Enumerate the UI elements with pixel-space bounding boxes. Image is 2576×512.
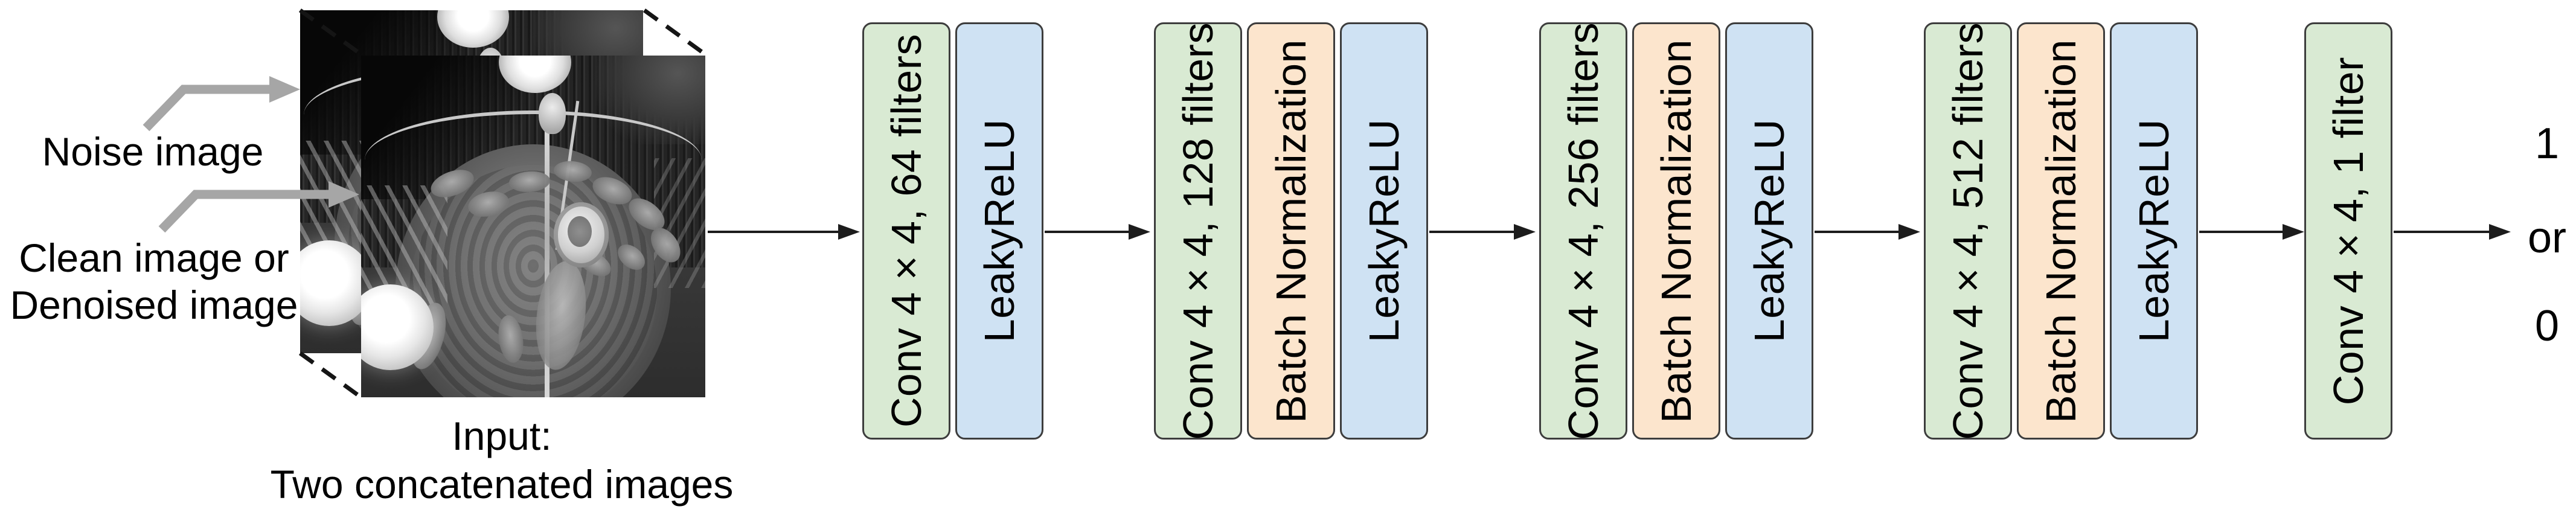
flow-arrowhead-1-icon [1129, 224, 1150, 240]
input-flow-arrowhead-icon [838, 224, 860, 240]
flow-arrowhead-3-icon [1898, 224, 1920, 240]
clean-or-denoised-image-photo [361, 56, 705, 397]
input-caption-line1: Input: [452, 414, 552, 458]
batch-norm-label: Batch Normalization [2037, 39, 2084, 423]
noise-label-arrowhead-icon [269, 76, 300, 103]
leakyrelu-label: LeakyReLU [2130, 119, 2177, 343]
barn-photo-scene [361, 56, 705, 397]
conv-block-group-5: Conv 4×4, 1 filter [2304, 22, 2392, 440]
conv-layer-box: Conv 4×4, 128 filters [1154, 22, 1242, 440]
clean-image-label-line1: Clean image or [19, 235, 289, 280]
conv-block-group-3: Conv 4×4, 256 filters Batch Normalizatio… [1539, 22, 1813, 440]
stack-depth-dash-top-left [298, 8, 363, 56]
input-caption: Input: Two concatenated images [260, 412, 744, 508]
batch-norm-box: Batch Normalization [1247, 22, 1335, 440]
noise-label-arrow [143, 85, 271, 132]
output-flow-arrowhead-icon [2489, 224, 2511, 240]
clean-image-label: Clean image or Denoised image [6, 234, 302, 328]
clean-image-label-line2: Denoised image [10, 283, 298, 327]
conv-block-group-1: Conv 4×4, 64 filters LeakyReLU [862, 22, 1043, 440]
leakyrelu-box: LeakyReLU [1725, 22, 1813, 440]
conv-layer-box: Conv 4×4, 64 filters [862, 22, 950, 440]
conv-layer-label: Conv 4×4, 512 filters [1944, 22, 1991, 440]
batch-norm-box: Batch Normalization [2017, 22, 2105, 440]
bucket-core [568, 216, 592, 247]
output-value-zero: 0 [2534, 302, 2560, 350]
center-pole [545, 106, 550, 397]
output-or-label: or [2527, 214, 2567, 262]
batch-norm-label: Batch Normalization [1267, 39, 1315, 423]
flow-arrowhead-4-icon [2283, 224, 2304, 240]
conv-layer-label: Conv 4×4, 1 filter [2325, 56, 2372, 406]
input-caption-line2: Two concatenated images [270, 462, 734, 507]
conv-layer-box: Conv 4×4, 1 filter [2304, 22, 2392, 440]
leakyrelu-box: LeakyReLU [1340, 22, 1428, 440]
leakyrelu-label: LeakyReLU [976, 119, 1023, 343]
heat-lamp-ball [300, 240, 373, 326]
conv-layer-box: Conv 4×4, 512 filters [1924, 22, 2012, 440]
stack-depth-dash-top-right [642, 8, 707, 56]
leakyrelu-box: LeakyReLU [2110, 22, 2198, 440]
output-value-one: 1 [2534, 120, 2560, 168]
batch-norm-box: Batch Normalization [1632, 22, 1720, 440]
noise-image-label-text: Noise image [42, 129, 264, 174]
conv-layer-label: Conv 4×4, 64 filters [883, 34, 930, 428]
feeder-cone [538, 93, 566, 135]
leakyrelu-box: LeakyReLU [955, 22, 1043, 440]
conv-layer-label: Conv 4×4, 128 filters [1174, 22, 1222, 440]
conv-layer-box: Conv 4×4, 256 filters [1539, 22, 1627, 440]
noise-image-label: Noise image [17, 128, 289, 175]
leakyrelu-label: LeakyReLU [1360, 119, 1408, 343]
clean-label-arrow [158, 190, 330, 233]
leakyrelu-label: LeakyReLU [1746, 119, 1793, 343]
conv-block-group-4: Conv 4×4, 512 filters Batch Normalizatio… [1924, 22, 2198, 440]
conv-layer-label: Conv 4×4, 256 filters [1560, 22, 1607, 440]
heat-lamp-ball [361, 284, 434, 370]
batch-norm-label: Batch Normalization [1653, 39, 1700, 423]
rail-arc [364, 110, 702, 210]
clean-label-arrowhead-icon [328, 181, 359, 208]
conv-block-group-2: Conv 4×4, 128 filters Batch Normalizatio… [1154, 22, 1428, 440]
flow-arrowhead-2-icon [1514, 224, 1536, 240]
stack-depth-dash-bottom-left [298, 351, 363, 399]
